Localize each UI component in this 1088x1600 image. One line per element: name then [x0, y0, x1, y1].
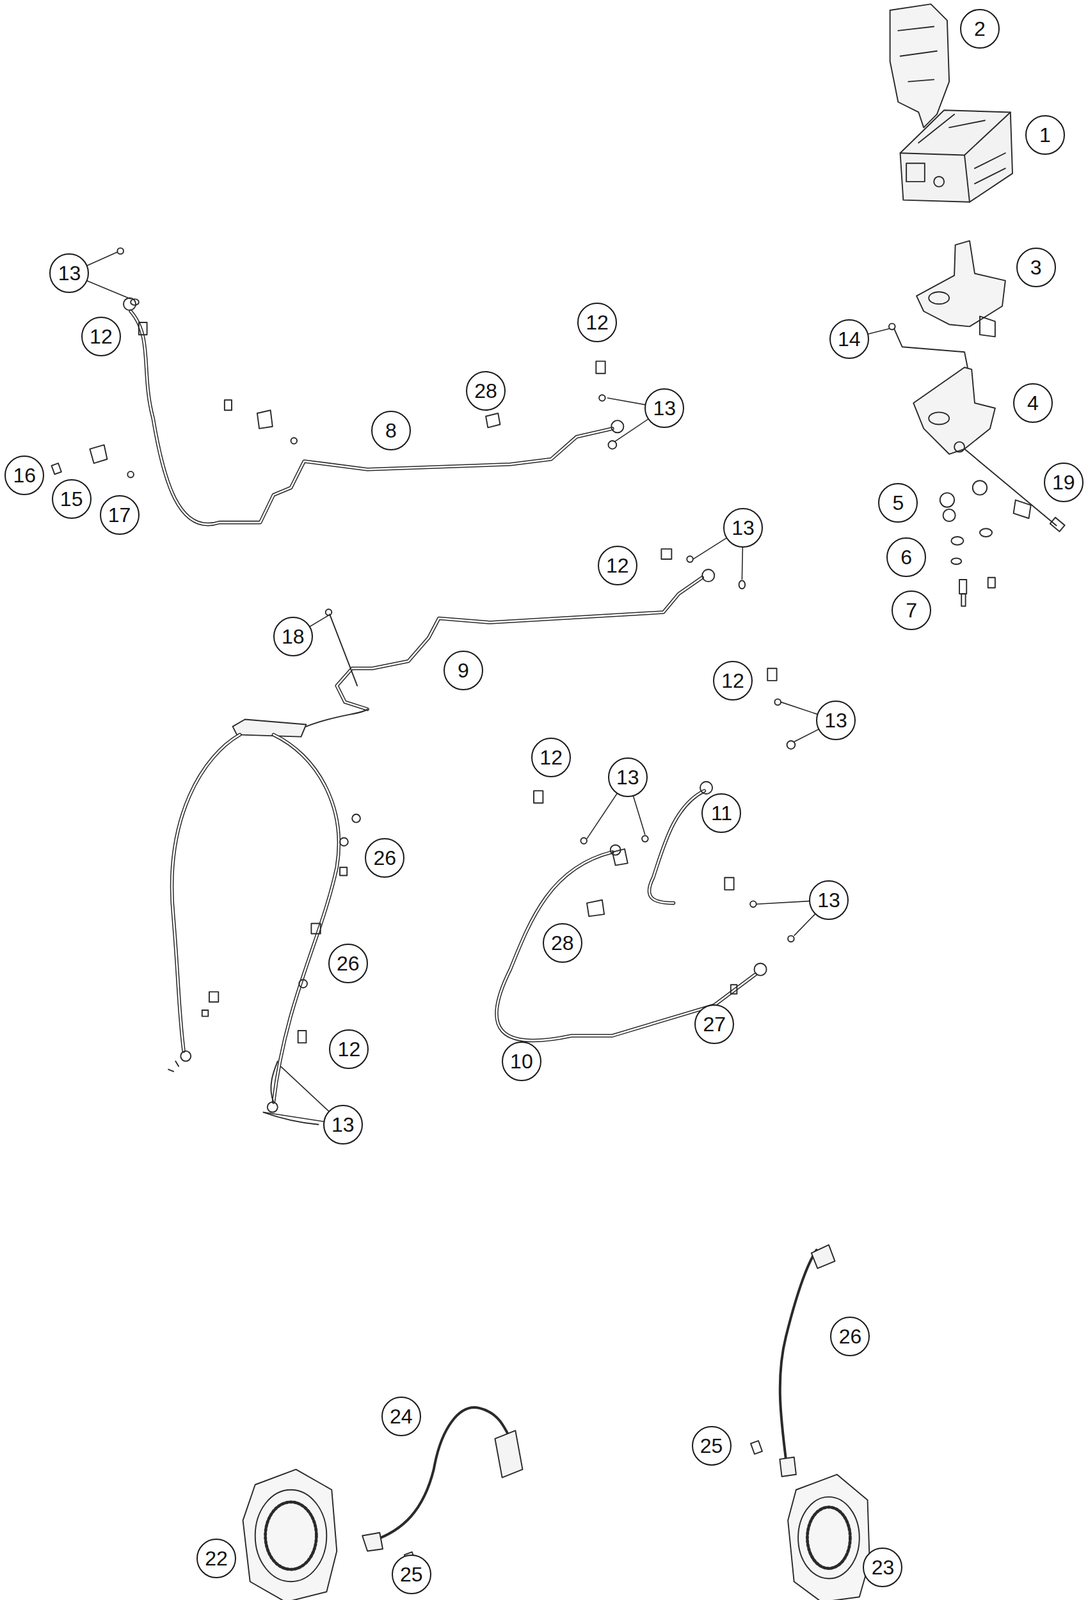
callout-circle: 5 — [878, 483, 918, 523]
callout-circle: 6 — [886, 537, 927, 578]
callout-number: 14 — [837, 328, 861, 350]
callout-circle: 11 — [701, 793, 742, 834]
callout-circle: 13 — [816, 700, 856, 741]
callout-number: 7 — [905, 600, 918, 621]
callout-circle: 28 — [542, 923, 583, 964]
callout-number: 13 — [817, 890, 841, 911]
callout-number: 24 — [389, 1406, 413, 1428]
callout-circle: 13 — [723, 508, 763, 548]
callout-number: 23 — [871, 1557, 895, 1579]
callout-number: 8 — [385, 420, 397, 441]
callout-number: 12 — [606, 555, 630, 576]
callout-circle: 3 — [1016, 247, 1056, 288]
callout-number: 28 — [474, 380, 498, 402]
callout-number: 9 — [457, 660, 470, 681]
callout-circle: 13 — [323, 1105, 363, 1145]
callout-number: 22 — [204, 1548, 228, 1570]
callout-circle: 13 — [808, 880, 849, 921]
callout-number: 25 — [400, 1564, 424, 1586]
callout-circle: 16 — [4, 455, 45, 496]
callout-circle: 24 — [381, 1397, 422, 1437]
callout-circle: 28 — [465, 371, 506, 411]
callout-circle: 19 — [1043, 462, 1084, 503]
callout-circle: 13 — [608, 757, 648, 798]
callout-circle: 18 — [273, 616, 313, 657]
callout-number: 16 — [12, 465, 36, 486]
callout-circle: 9 — [443, 650, 484, 691]
callout-number: 13 — [616, 767, 640, 788]
callout-number: 17 — [108, 504, 132, 526]
callout-number: 13 — [731, 517, 755, 539]
callout-number: 13 — [331, 1114, 355, 1136]
callout-circle: 8 — [371, 410, 411, 451]
callout-number: 26 — [373, 848, 397, 869]
callout-number: 13 — [652, 398, 676, 419]
callout-number: 4 — [1027, 392, 1039, 414]
callout-number: 12 — [721, 670, 745, 692]
callout-circle: 25 — [391, 1555, 432, 1595]
callout-number: 12 — [539, 747, 563, 768]
callout-circle: 23 — [862, 1548, 903, 1588]
callout-circle: 1 — [1025, 115, 1065, 155]
callout-number: 1 — [1039, 124, 1051, 146]
callout-circle: 4 — [1013, 383, 1053, 424]
callout-circle: 12 — [531, 737, 571, 778]
callout-circle: 12 — [597, 545, 638, 586]
callout-circle: 10 — [501, 1041, 542, 1082]
callout-circle: 26 — [364, 838, 405, 879]
callout-number: 6 — [900, 547, 912, 568]
callout-circle: 15 — [51, 479, 92, 520]
callout-number: 15 — [60, 488, 84, 510]
callout-circle: 22 — [196, 1539, 237, 1579]
callout-number: 13 — [824, 710, 848, 731]
callout-circle: 13 — [49, 253, 89, 294]
callout-number: 11 — [711, 803, 733, 824]
callout-number: 18 — [281, 626, 305, 648]
callout-circle: 2 — [960, 8, 1000, 49]
callout-number: 13 — [58, 263, 82, 284]
callout-number: 10 — [510, 1051, 534, 1072]
callout-number: 28 — [551, 933, 575, 954]
callout-circle: 13 — [644, 388, 685, 429]
callout-number: 26 — [336, 953, 360, 975]
callout-circle: 25 — [691, 1426, 732, 1467]
callout-number: 3 — [1030, 257, 1042, 278]
callout-circle: 27 — [694, 1004, 735, 1045]
callout-number: 19 — [1052, 472, 1076, 493]
callout-number: 12 — [337, 1039, 361, 1060]
callout-number: 25 — [700, 1436, 724, 1457]
callout-circle: 26 — [328, 944, 368, 984]
callout-number: 26 — [839, 1326, 863, 1348]
callout-number: 2 — [974, 18, 986, 40]
callout-circle: 14 — [829, 319, 870, 360]
callout-number: 12 — [585, 312, 609, 333]
callout-number: 12 — [89, 326, 113, 347]
callout-circle: 12 — [328, 1029, 369, 1070]
callout-circle: 12 — [577, 302, 617, 343]
callout-circle: 17 — [99, 495, 140, 536]
callout-circle: 26 — [830, 1317, 870, 1357]
callout-circle: 12 — [712, 661, 753, 701]
callout-number: 5 — [892, 492, 904, 514]
callout-circle: 7 — [891, 590, 932, 631]
callout-circle: 12 — [81, 316, 121, 357]
callout-number: 27 — [703, 1014, 727, 1035]
